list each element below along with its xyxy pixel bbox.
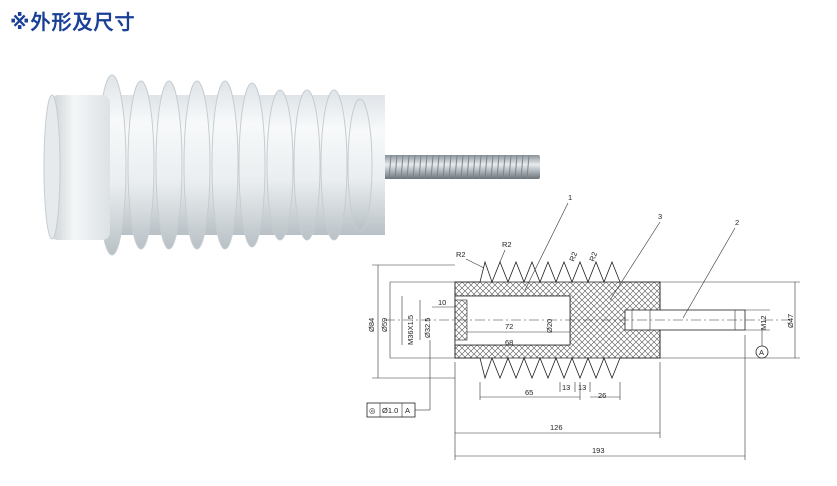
page-title: ※外形及尺寸 (10, 10, 136, 34)
tolerance-symbol: ◎ (369, 406, 376, 415)
radius-label-1: R2 (456, 250, 466, 259)
dim-d59: Ø59 (380, 318, 389, 332)
insulator-photo (43, 74, 540, 256)
bore (454, 295, 571, 346)
dim-d47: Ø47 (786, 314, 795, 328)
callout-3: 3 (658, 212, 662, 221)
radius-label-2: R2 (502, 240, 512, 249)
dim-m12: M12 (759, 315, 768, 330)
radius-label-4: R2 (587, 251, 599, 263)
tolerance-datum: A (405, 406, 410, 415)
dim-l193: 193 (592, 446, 605, 455)
dim-d20: Ø20 (545, 319, 554, 333)
dim-l72: 72 (505, 322, 513, 331)
dim-l13a: 13 (562, 383, 570, 392)
tolerance-value: Ø1.0 (382, 406, 398, 415)
datum-label: A (759, 348, 764, 357)
dim-m36: M36X1.5 (406, 315, 415, 345)
dim-l10: 10 (438, 298, 446, 307)
callout-1: 1 (568, 193, 572, 202)
callout-2: 2 (735, 218, 739, 227)
dim-l126: 126 (550, 423, 563, 432)
tolerance-frame: ◎ Ø1.0 A (366, 340, 431, 418)
radius-label-3: R2 (567, 251, 579, 263)
dim-l68: 68 (505, 338, 513, 347)
dim-l13b: 13 (578, 383, 586, 392)
dim-d84: Ø84 (367, 318, 376, 332)
dim-l65: 65 (525, 388, 533, 397)
dim-l26: 26 (598, 391, 606, 400)
dim-d32: Ø32.5 (423, 318, 432, 338)
